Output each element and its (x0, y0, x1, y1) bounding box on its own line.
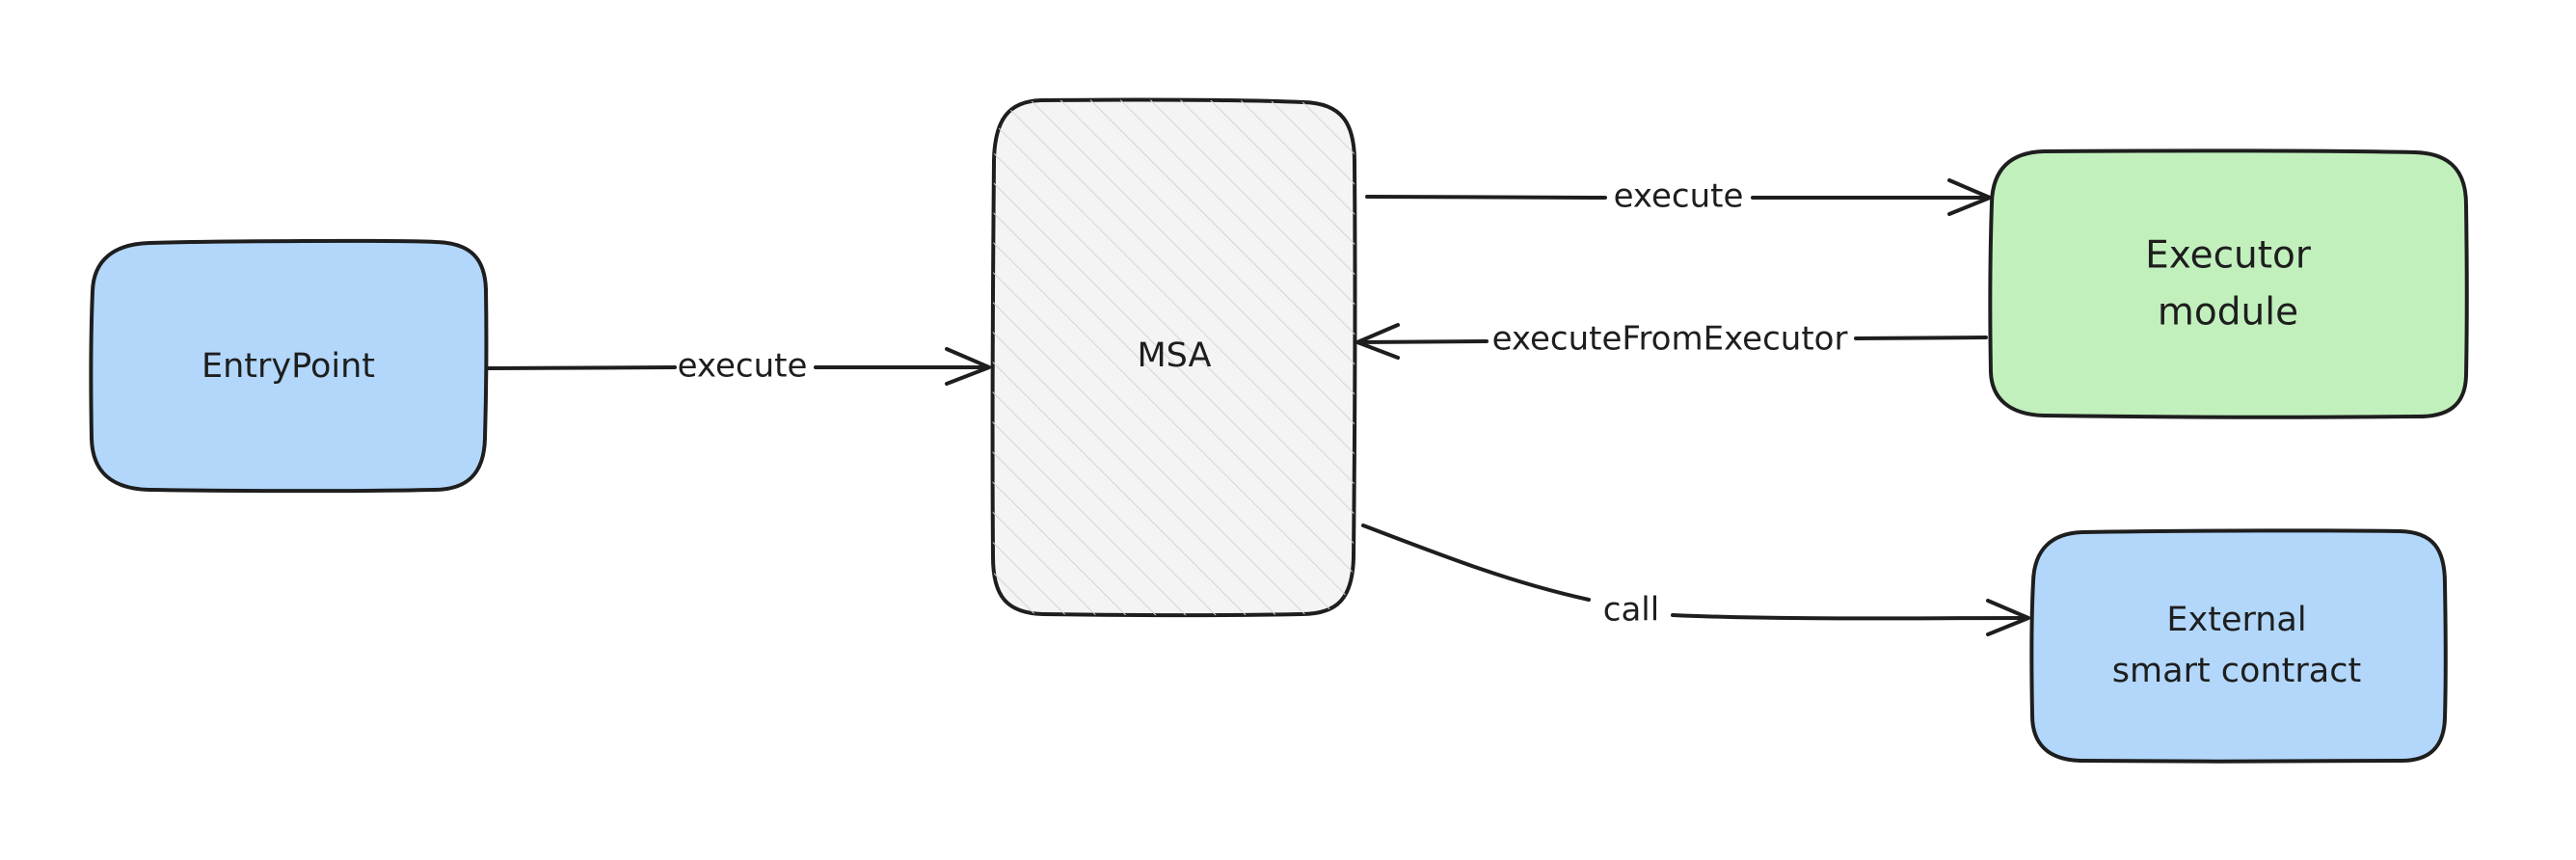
external-contract-box (2029, 528, 2448, 764)
executor-module-label-line2: module (2158, 291, 2298, 335)
arrowhead-icon (1947, 178, 1992, 216)
edge-msa-to-executor[interactable]: execute (1365, 177, 1992, 216)
executor-module-label-line1: Executor (2145, 234, 2312, 278)
external-contract-label-line2: smart contract (2112, 652, 2361, 690)
edge-msa-to-external-line (1361, 524, 2026, 621)
edge-entrypoint-to-msa-label: execute (678, 347, 808, 386)
external-contract-label-line1: External (2166, 601, 2306, 639)
entrypoint-label: EntryPoint (201, 347, 375, 386)
msa-node[interactable]: MSA (990, 97, 1357, 618)
edge-msa-to-executor-label: execute (1614, 177, 1744, 216)
entrypoint-box (89, 238, 489, 494)
arrowhead-icon (945, 347, 991, 386)
edge-executor-to-msa[interactable]: executeFromExecutor (1355, 320, 1988, 360)
arrowhead-icon (1986, 599, 2030, 636)
arrowhead-icon (1355, 323, 1400, 360)
edge-executor-to-msa-label: executeFromExecutor (1492, 320, 1848, 359)
msa-hatch-pattern (992, 99, 1355, 616)
edge-entrypoint-to-msa-line (485, 365, 989, 370)
edge-entrypoint-to-msa[interactable]: execute (485, 347, 991, 386)
executor-module-box (1988, 148, 2469, 419)
executor-module-node[interactable]: Executor module (1988, 148, 2469, 419)
edge-executor-to-msa-line (1357, 336, 1988, 344)
edge-msa-to-external[interactable]: call (1361, 524, 2030, 636)
msa-label: MSA (1137, 336, 1211, 375)
edge-msa-to-executor-line (1365, 195, 1990, 200)
external-contract-node[interactable]: External smart contract (2029, 528, 2448, 764)
entrypoint-node[interactable]: EntryPoint (89, 238, 489, 494)
edge-msa-to-external-label: call (1603, 591, 1659, 630)
